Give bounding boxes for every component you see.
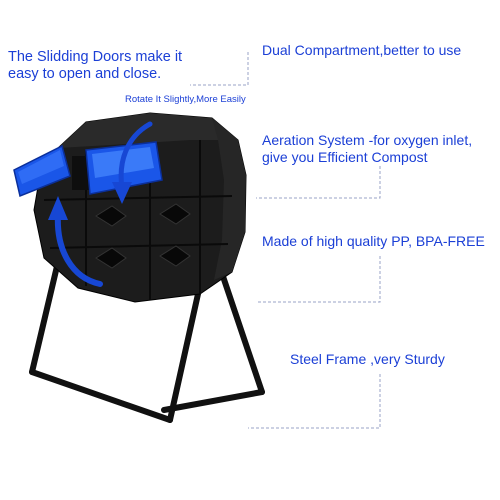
frame-leg-front-left <box>29 259 61 375</box>
callout-sliding-doors: The Slidding Doors make it easy to open … <box>8 49 182 83</box>
callout-sliding-doors-line2: easy to open and close. <box>8 66 162 82</box>
leader-lines <box>190 52 381 429</box>
callout-dual-compartment: Dual Compartment,better to use <box>262 42 462 58</box>
frame-base-front <box>29 369 173 423</box>
callout-rotate: Rotate It Slightly,More Easily <box>125 94 246 105</box>
callout-material: Made of high quality PP, BPA-FREE <box>262 233 485 249</box>
drum-top-face <box>58 113 238 148</box>
callout-aeration-line2: give you Efficient Compost <box>262 149 428 165</box>
frame-base-right <box>161 389 265 413</box>
leader-aeration <box>256 166 381 199</box>
callout-steel-frame: Steel Frame ,very Sturdy <box>290 351 445 367</box>
leader-frame <box>248 374 381 429</box>
left-door-shade <box>18 150 64 184</box>
leader-material <box>256 256 381 303</box>
callout-aeration: Aeration System -for oxygen inlet, give … <box>262 132 472 166</box>
drum-side-rim <box>212 118 246 280</box>
rotation-arrows-icon <box>48 121 153 287</box>
callout-aeration-line1: Aeration System -for oxygen inlet, <box>262 132 473 148</box>
drum <box>33 112 247 303</box>
aeration-vents <box>95 203 191 269</box>
rotation-arrowhead-top <box>112 182 132 204</box>
rotation-arrowhead-bottom <box>48 196 68 220</box>
leader-dual <box>190 52 249 86</box>
rotation-arrow-top <box>118 121 153 191</box>
rotation-arrow-bottom <box>54 211 103 287</box>
callout-sliding-doors-line1: The Slidding Doors make it <box>8 49 183 65</box>
